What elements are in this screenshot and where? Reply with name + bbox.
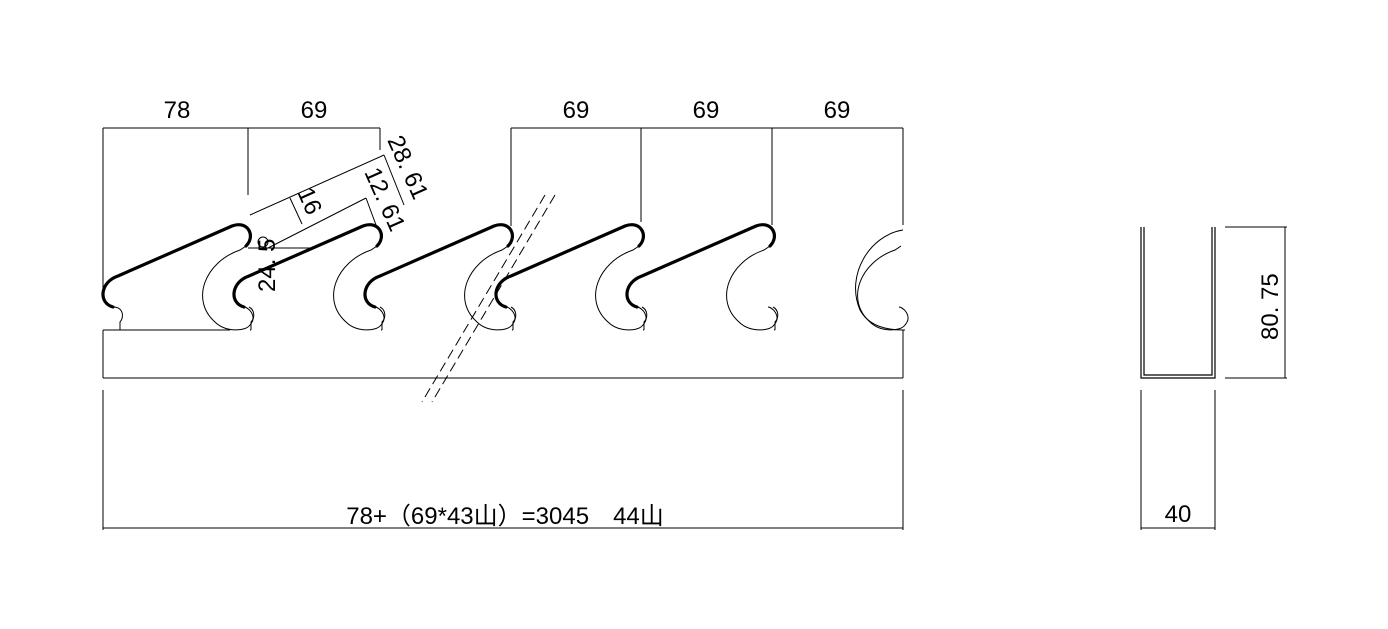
hook-bar [363, 223, 514, 309]
hook-bar [101, 223, 252, 309]
dimension-label-78: 78 [164, 97, 191, 124]
dimension-label-69: 69 [693, 97, 720, 124]
hook-bar [625, 223, 776, 309]
side-height-label: 80. 75 [1257, 273, 1284, 340]
side-width-label: 40 [1165, 501, 1192, 528]
hook [232, 223, 385, 331]
plate-edge [248, 306, 255, 330]
hook [625, 223, 778, 331]
dimension-label-69: 69 [301, 97, 328, 124]
hook [772, 245, 909, 331]
plate-edge [772, 306, 779, 330]
end-slot-outline [855, 229, 904, 331]
dimension-label-69: 69 [563, 97, 590, 124]
hook-slot-outline [333, 245, 385, 331]
detail-dimension-lines [248, 154, 405, 249]
hook-slot-outline [857, 245, 909, 331]
plate-edge [641, 306, 648, 330]
hook-slot-outline [595, 245, 647, 331]
hook-slot-outline [112, 245, 254, 331]
break-lines [421, 194, 556, 403]
plate-edge [510, 306, 517, 330]
side-view: 80. 75 40 [1140, 226, 1287, 530]
front-view: 78 69 69 69 69 28. 61 12. 61 16 24. 5 [101, 97, 909, 530]
total-length-label: 78+（69*43山）=3045 44山 [346, 503, 664, 530]
top-dimension-lines [102, 127, 904, 290]
hook-slot-outline [464, 245, 516, 331]
hook-slot-outline [726, 245, 778, 331]
total-dimension-lines [102, 390, 904, 530]
dimension-label-69: 69 [824, 97, 851, 124]
hook [101, 223, 254, 331]
hook [494, 223, 647, 331]
hook [363, 223, 516, 331]
hook-bar [232, 223, 383, 309]
hook-profiles [101, 223, 909, 331]
plate-edge [379, 306, 386, 330]
hook-bar [494, 223, 645, 309]
base-plate [102, 329, 904, 379]
